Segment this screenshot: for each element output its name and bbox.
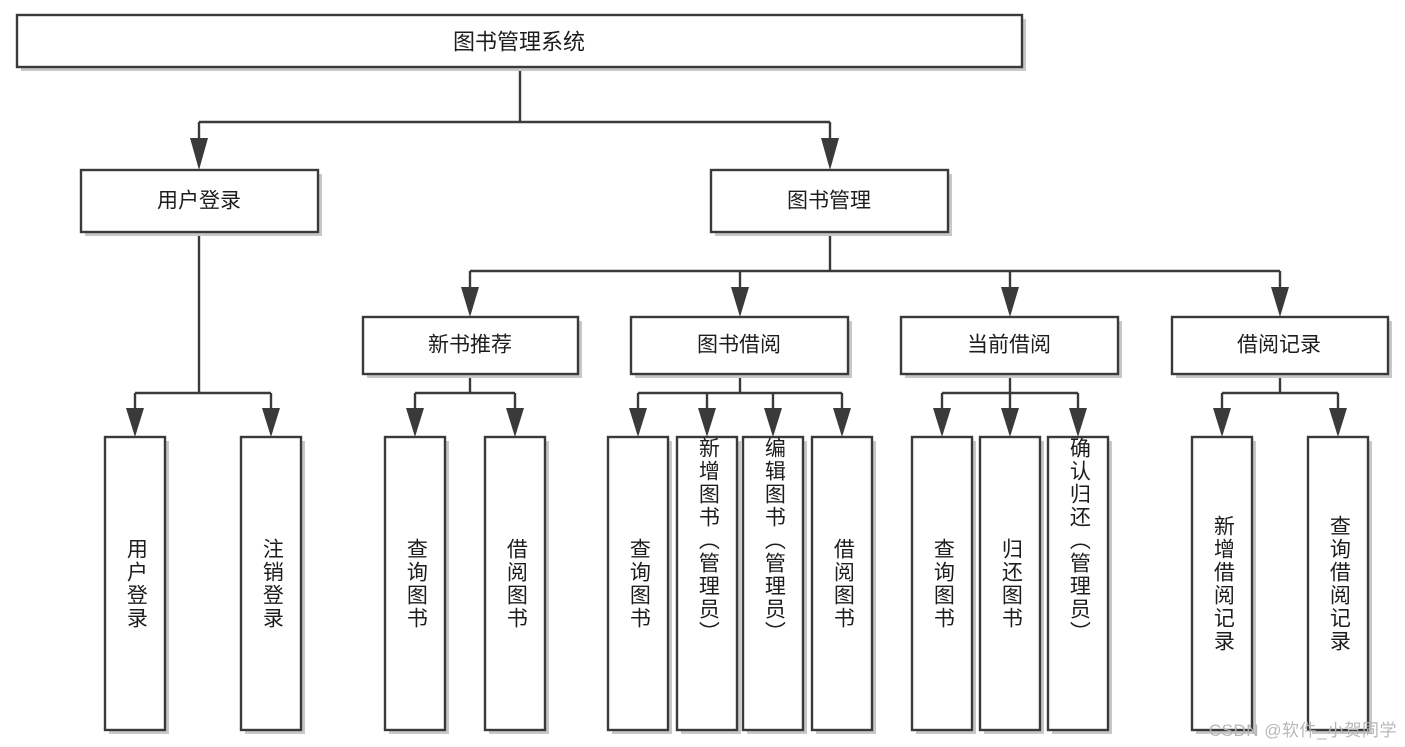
connector-book-borrow-to-leaves — [629, 374, 851, 437]
node-book-borrow[interactable]: 图书借阅 — [629, 315, 852, 378]
leaf-box-new-book-1[interactable] — [483, 435, 549, 734]
node-user-login-label: 用户登录 — [157, 190, 241, 213]
node-borrow-record[interactable]: 借阅记录 — [1170, 315, 1392, 378]
node-new-book-recommend-label: 新书推荐 — [428, 334, 512, 357]
node-new-book-recommend[interactable]: 新书推荐 — [361, 315, 582, 378]
node-borrow-record-label: 借阅记录 — [1237, 334, 1321, 357]
connector-user-login-to-leaves — [126, 232, 280, 437]
node-current-borrow[interactable]: 当前借阅 — [899, 315, 1122, 378]
node-book-management-label: 图书管理 — [787, 190, 871, 213]
arrow-head-icon — [821, 138, 839, 170]
leaf-box-new-book-0[interactable] — [383, 435, 449, 734]
leaf-box-book-borrow-2[interactable] — [741, 435, 807, 734]
node-root-label: 图书管理系统 — [453, 30, 585, 55]
connector-new-book-to-leaves — [406, 374, 524, 437]
arrow-head-icon — [190, 138, 208, 170]
leaf-box-borrow-record-1[interactable] — [1306, 435, 1372, 734]
node-current-borrow-label: 当前借阅 — [967, 334, 1051, 357]
leaf-box-current-borrow-1[interactable] — [978, 435, 1044, 734]
leaf-box-current-borrow-2[interactable] — [1046, 435, 1112, 734]
leaf-box-borrow-record-0[interactable] — [1190, 435, 1256, 734]
watermark-text: CSDN @软件_小贺同学 — [1208, 721, 1397, 740]
leaf-box-book-borrow-1[interactable] — [675, 435, 741, 734]
node-book-borrow-label: 图书借阅 — [697, 334, 781, 357]
leaf-box-user-login-1[interactable] — [239, 435, 305, 734]
leaf-box-current-borrow-0[interactable] — [910, 435, 976, 734]
node-book-management[interactable]: 图书管理 — [709, 168, 952, 236]
node-user-login[interactable]: 用户登录 — [79, 168, 322, 236]
leaf-box-user-login-0[interactable] — [103, 435, 169, 734]
connector-book-mgmt-to-level3 — [461, 232, 1289, 317]
leaf-box-book-borrow-3[interactable] — [810, 435, 876, 734]
leaf-box-book-borrow-0[interactable] — [606, 435, 672, 734]
connector-root-to-level2 — [190, 67, 839, 170]
connector-current-borrow-to-leaves — [933, 374, 1087, 437]
connector-borrow-record-to-leaves — [1213, 374, 1347, 437]
node-root[interactable]: 图书管理系统 — [15, 13, 1026, 71]
